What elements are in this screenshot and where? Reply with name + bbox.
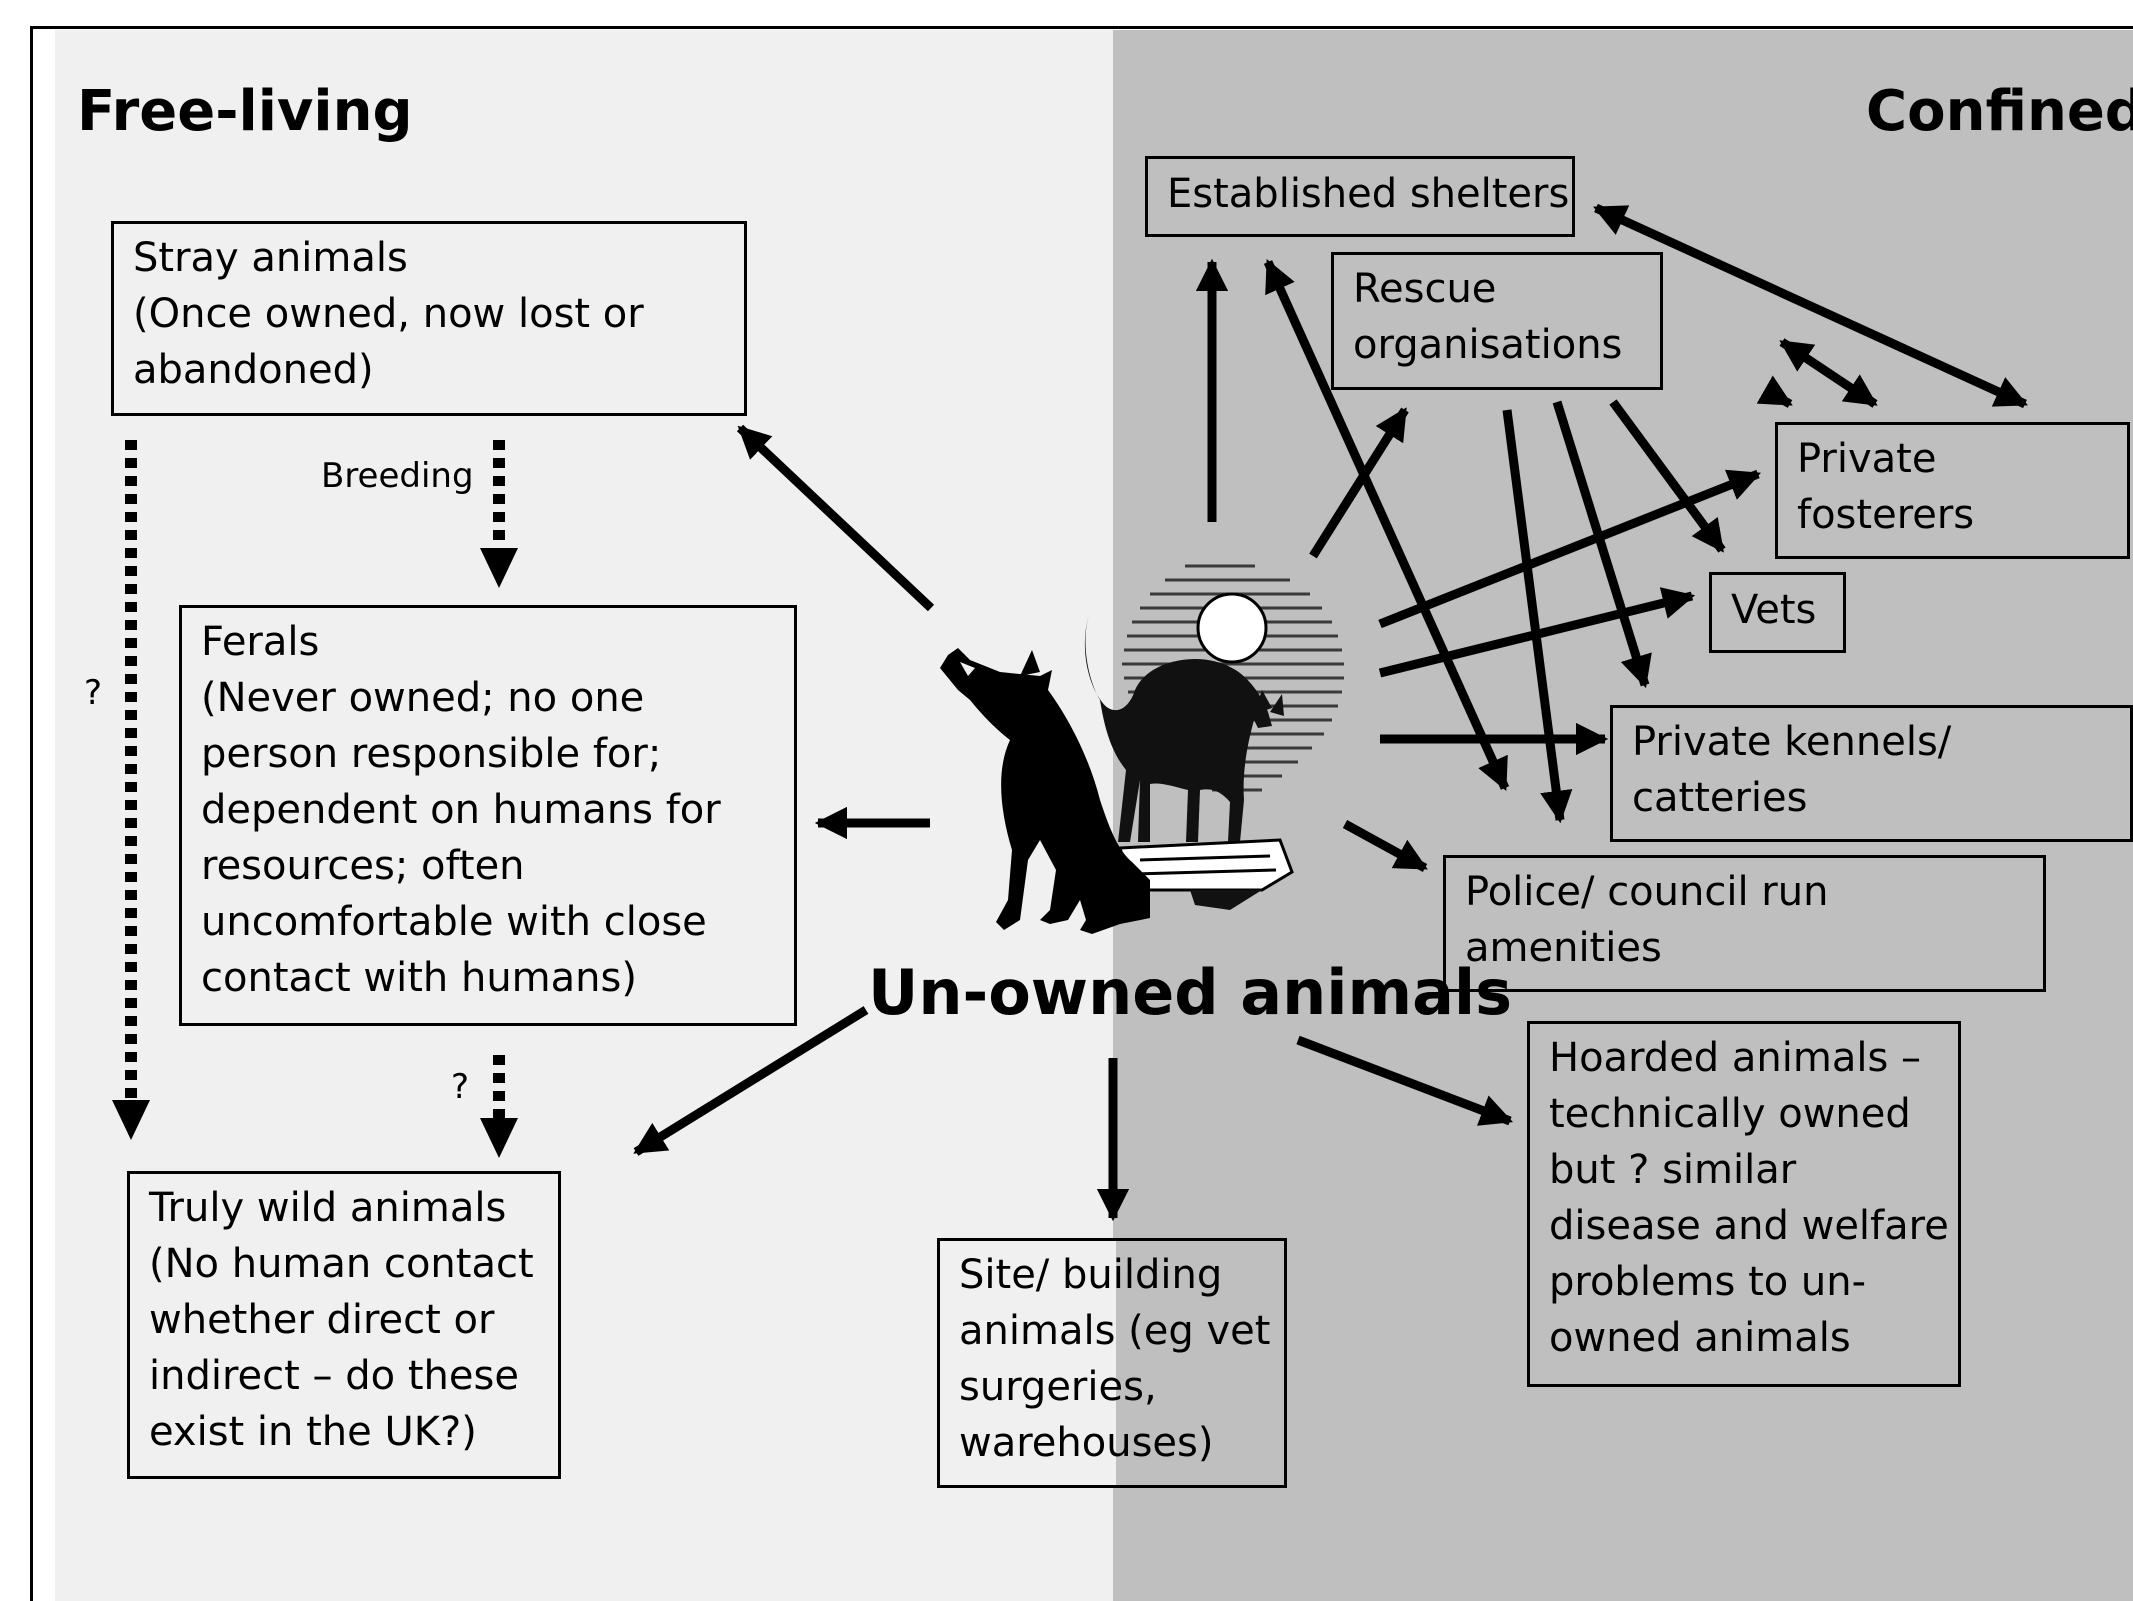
arrow-rescue-vets [1609, 399, 1726, 553]
shelters-line: Established shelters [1167, 171, 1570, 217]
ferals-line: uncomfortable with close [201, 899, 707, 945]
wild-line: exist in the UK?) [149, 1409, 477, 1455]
private-kennels-catteries-box: Private kennels/ catteries [1610, 705, 2133, 842]
arrow-to-fosterers [1378, 469, 1762, 629]
arrow-rescue-fosterers [1756, 375, 1793, 408]
wolf-icon [940, 648, 1150, 934]
site-line: animals (eg vet [959, 1308, 1271, 1354]
arrow-to-rescue [1309, 407, 1409, 559]
fosterers-line: Private [1797, 436, 1937, 482]
diagram-frame [30, 26, 2133, 1601]
stray-line: abandoned) [133, 347, 374, 393]
question-mark-ferals: ? [451, 1067, 470, 1107]
wild-line: indirect – do these [149, 1353, 519, 1399]
police-council-amenities-box: Police/ council run amenities [1443, 855, 2046, 992]
hoarded-line: Hoarded animals – [1549, 1035, 1922, 1081]
site-line: surgeries, [959, 1364, 1157, 1410]
hoarded-line: problems to un- [1549, 1259, 1867, 1305]
fosterers-line: fosterers [1797, 492, 1975, 538]
arrow-to-hoarded [1296, 1035, 1514, 1126]
wolf-and-cat-illustration [940, 564, 1344, 934]
stray-line: (Once owned, now lost or [133, 291, 644, 337]
hoarded-line: owned animals [1549, 1315, 1851, 1361]
arrows-solid [633, 203, 2028, 1222]
breeding-label: Breeding [321, 456, 474, 496]
hoarded-line: technically owned [1549, 1091, 1911, 1137]
wild-line: whether direct or [149, 1297, 495, 1343]
ferals-line: Ferals [201, 619, 320, 665]
vets-box: Vets [1709, 572, 1846, 653]
kennels-line: Private kennels/ [1632, 719, 1952, 765]
police-line: amenities [1465, 925, 1662, 971]
ferals-line: resources; often [201, 843, 525, 889]
ferals-line: contact with humans) [201, 955, 637, 1001]
established-shelters-box: Established shelters [1145, 156, 1575, 237]
arrow-shelters-police [1263, 259, 1510, 791]
arrow-rescue-kennels [1552, 400, 1652, 689]
stray-animals-box: Stray animals (Once owned, now lost or a… [111, 221, 747, 416]
arrows-dashed [125, 440, 505, 1122]
arrow-to-police [1342, 820, 1428, 872]
site-line: Site/ building [959, 1252, 1223, 1298]
arrow-shelters-fosterers [1593, 203, 2028, 409]
arrow-rescue-police [1502, 409, 1573, 824]
ferals-line: dependent on humans for [201, 787, 721, 833]
site-line: warehouses) [959, 1420, 1214, 1466]
question-mark-left: ? [84, 673, 103, 713]
arrow-to-wild [633, 1006, 869, 1156]
stray-line: Stray animals [133, 235, 408, 281]
hoarded-line: disease and welfare [1549, 1203, 1949, 1249]
hoarded-animals-box: Hoarded animals – technically owned but … [1527, 1021, 1961, 1387]
rock-icon [1118, 838, 1294, 910]
ferals-box: Ferals (Never owned; no one person respo… [179, 605, 797, 1026]
moon-icon [1196, 592, 1268, 664]
wild-line: Truly wild animals [149, 1185, 507, 1231]
arrow-to-vets [1378, 587, 1696, 678]
police-line: Police/ council run [1465, 869, 1829, 915]
private-fosterers-box: Private fosterers [1775, 422, 2130, 559]
arrowhead-ferals-to-wild [480, 1118, 518, 1158]
dashed-arrowheads [112, 548, 518, 1158]
hoarded-line: but ? similar [1549, 1147, 1797, 1193]
confined-heading: Confined [1866, 79, 2133, 144]
un-owned-animals-label: Un-owned animals [868, 956, 1513, 1029]
arrowhead-stray-to-wild [112, 1100, 150, 1140]
wild-line: (No human contact [149, 1241, 534, 1287]
arrow-to-stray [736, 424, 935, 612]
arrowhead-breeding [480, 548, 518, 588]
left-margin-strip [33, 29, 55, 1601]
vets-line: Vets [1731, 587, 1817, 633]
free-living-heading: Free-living [77, 79, 413, 144]
kennels-line: catteries [1632, 775, 1808, 821]
ferals-line: (Never owned; no one [201, 675, 645, 721]
truly-wild-animals-box: Truly wild animals (No human contact whe… [127, 1171, 561, 1479]
arrow-rescue-fosterers-pair [1779, 338, 1878, 408]
site-building-animals-box: Site/ building animals (eg vet surgeries… [937, 1238, 1287, 1488]
ferals-line: person responsible for; [201, 731, 662, 777]
